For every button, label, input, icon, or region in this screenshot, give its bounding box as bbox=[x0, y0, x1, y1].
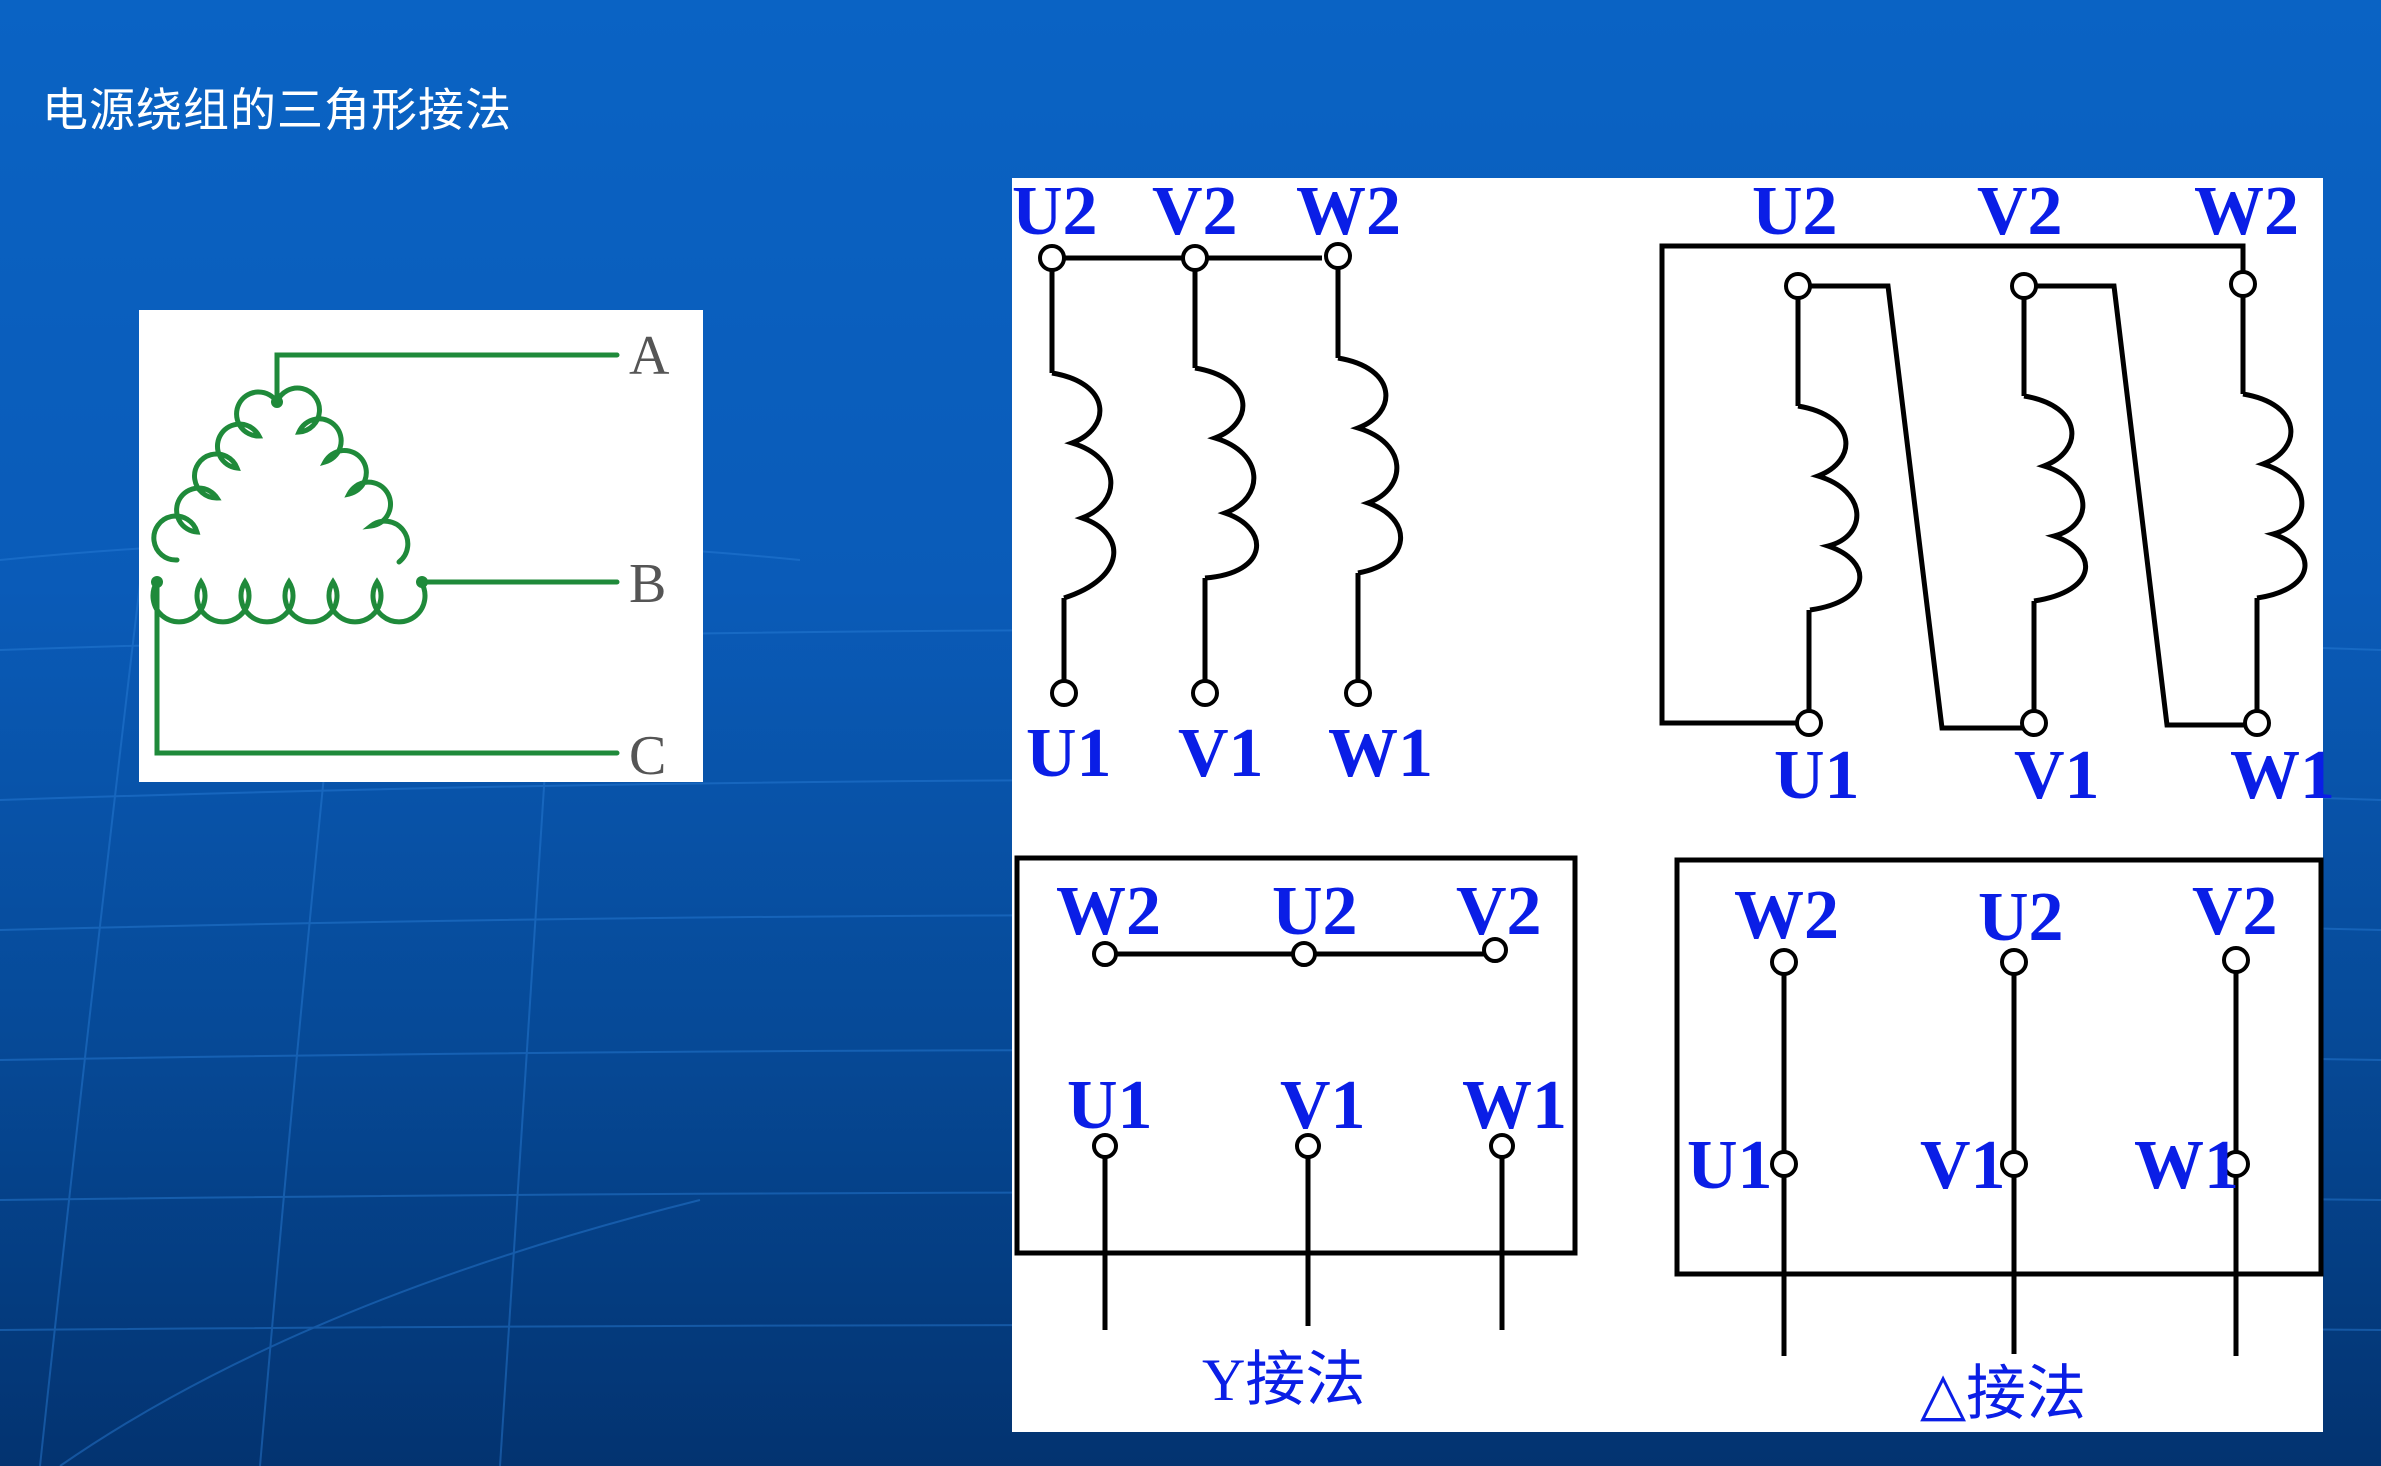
star-coil-v bbox=[1194, 365, 1260, 581]
motor-connection-diagram: U2 V2 W2 U1 V1 W1 U2 V2 W2 U1 V1 W1 W2 U… bbox=[1012, 173, 2335, 1432]
delta-box-top-label-v2: V2 bbox=[2192, 873, 2278, 950]
delta-bottom-label-v1: V1 bbox=[2014, 737, 2100, 814]
delta-coil-w bbox=[2242, 391, 2308, 601]
delta-coil-u bbox=[1797, 403, 1863, 613]
delta-box-bottom-label-u1: U1 bbox=[1687, 1127, 1773, 1204]
delta-bottom-label-w1: W1 bbox=[2230, 737, 2335, 814]
delta-box-bottom-label-v1: V1 bbox=[1920, 1127, 2006, 1204]
star-bottom-label-v1: V1 bbox=[1178, 715, 1264, 792]
delta-top-label-w2: W2 bbox=[2194, 173, 2299, 250]
coil-left bbox=[151, 389, 280, 563]
terminal-label-b: B bbox=[629, 553, 666, 615]
delta-connection-caption: △接法 bbox=[1920, 1361, 2086, 1427]
star-bottom-label-u1: U1 bbox=[1026, 715, 1112, 792]
delta-top-label-u2: U2 bbox=[1752, 173, 1838, 250]
terminal-label-a: A bbox=[629, 325, 670, 387]
delta-box-top-label-u2: U2 bbox=[1978, 879, 2064, 956]
star-box-top-label-w2: W2 bbox=[1056, 873, 1161, 950]
wire-c bbox=[154, 579, 620, 756]
star-box-bottom-label-v1: V1 bbox=[1280, 1067, 1366, 1144]
delta-winding-outer-loop bbox=[1659, 243, 2246, 726]
star-box-top-label-v2: V2 bbox=[1456, 873, 1542, 950]
star-box-top-label-u2: U2 bbox=[1272, 873, 1358, 950]
star-bottom-label-w1: W1 bbox=[1328, 715, 1433, 792]
star-connection-caption: Y接法 bbox=[1202, 1347, 1365, 1413]
star-coil-u bbox=[1051, 370, 1117, 601]
slide-title: 电源绕组的三角形接法 bbox=[42, 83, 512, 137]
delta-box-top-label-w2: W2 bbox=[1734, 877, 1839, 954]
delta-terminal-box bbox=[1674, 857, 2324, 1277]
delta-bottom-label-u1: U1 bbox=[1774, 737, 1860, 814]
delta-box-bottom-label-w1: W1 bbox=[2134, 1127, 2239, 1204]
coil-right bbox=[274, 385, 411, 565]
star-coil-w bbox=[1337, 355, 1404, 576]
coil-bottom bbox=[150, 577, 428, 625]
star-box-bottom-label-w1: W1 bbox=[1462, 1067, 1567, 1144]
star-box-bottom-label-u1: U1 bbox=[1067, 1067, 1153, 1144]
wire-a bbox=[274, 352, 620, 405]
delta-source-winding-diagram: A B C bbox=[139, 310, 703, 787]
star-top-label-v2: V2 bbox=[1152, 173, 1238, 250]
star-terminal-box bbox=[1014, 855, 1578, 1256]
motor-connection-svg: U2 V2 W2 U1 V1 W1 U2 V2 W2 U1 V1 W1 W2 U… bbox=[1012, 173, 2335, 1427]
delta-coil-v bbox=[2023, 393, 2089, 604]
star-top-label-w2: W2 bbox=[1296, 173, 1401, 250]
delta-top-label-v2: V2 bbox=[1977, 173, 2063, 250]
terminal-label-c: C bbox=[629, 725, 666, 787]
star-top-label-u2: U2 bbox=[1012, 173, 1098, 250]
delta-source-winding-svg: A B C bbox=[150, 325, 670, 787]
